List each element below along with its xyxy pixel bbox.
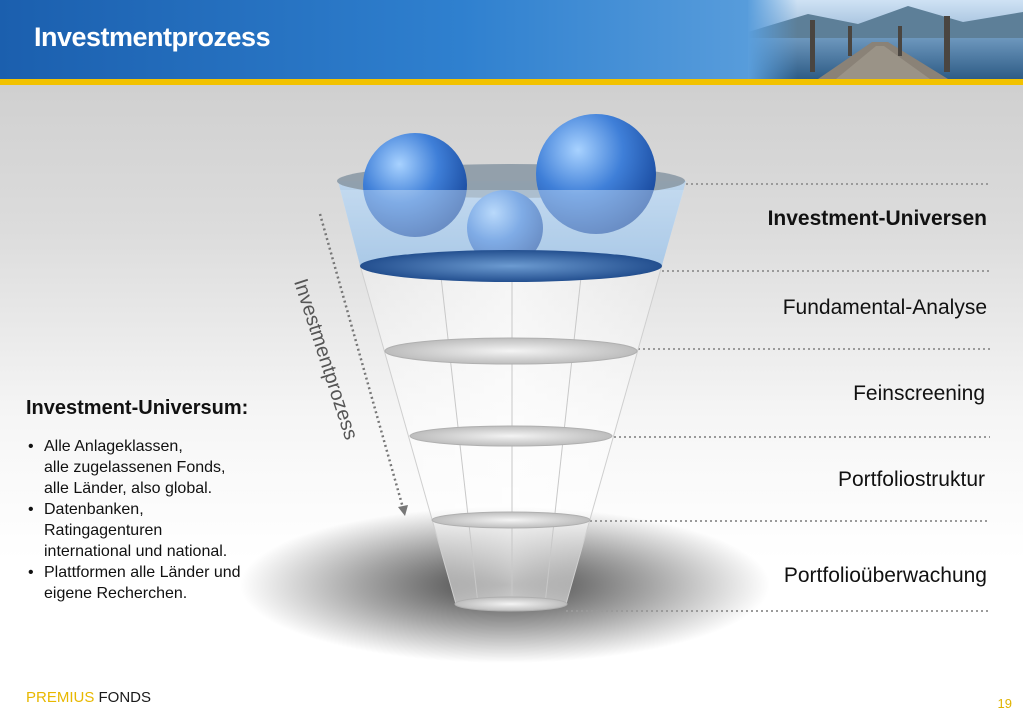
sphere-left (363, 133, 467, 237)
sphere-right (536, 114, 656, 234)
funnel-ring-3 (409, 425, 613, 447)
funnel-ring-2 (384, 337, 638, 365)
process-arrow-head (398, 505, 408, 516)
bullet-marker: • (28, 501, 34, 518)
process-arrow-line (318, 213, 405, 509)
brand-name-part2: FONDS (98, 689, 152, 706)
funnel-ring-5 (454, 596, 568, 612)
universum-bullet-list: • Alle Anlageklassen, alle zugelassenen … (26, 436, 316, 604)
bullet-marker: • (28, 564, 34, 581)
list-item: • Datenbanken, Ratingagenturen internati… (28, 501, 228, 560)
brand-logo-text: PREMIUS FONDS (26, 689, 151, 706)
bullet-marker: • (28, 438, 34, 455)
dotted-guides (566, 183, 990, 612)
funnel-ring-4 (431, 511, 591, 529)
list-item: • Alle Anlageklassen, alle zugelassenen … (28, 438, 226, 497)
stage-label-portfoliostruktur: Portfoliostruktur (837, 468, 985, 491)
universum-heading: Investment-Universum: (26, 397, 249, 419)
brand-name-part1: PREMIUS (26, 689, 95, 706)
page-number: 19 (997, 696, 1012, 711)
header-bar: Investmentprozess (0, 0, 1023, 79)
stage-label-feinscreening: Feinscreening (853, 382, 985, 405)
funnel-ring-1 (360, 250, 662, 282)
sphere-middle (467, 190, 543, 266)
list-item: • Plattformen alle Länder und eigene Rec… (28, 564, 241, 602)
stage-label-portfolioueberwachung: Portfolioüberwachung (783, 564, 987, 587)
stage-label-universen: Investment-Universen (767, 207, 987, 230)
stage-label-fundamental: Fundamental-Analyse (782, 296, 987, 319)
page-title: Investmentprozess (34, 22, 271, 52)
pier-photo (748, 0, 1023, 79)
header-accent-line (0, 79, 1023, 85)
